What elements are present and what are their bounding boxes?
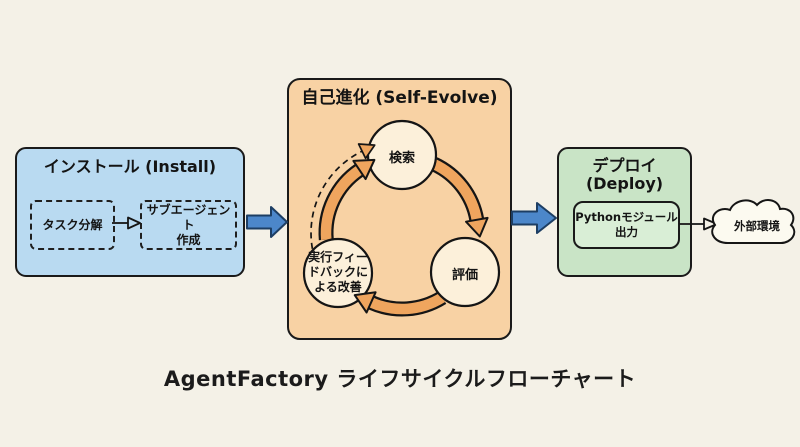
node-eval-label: 評価 (451, 268, 478, 283)
deploy-title: デプロイ (Deploy) (585, 156, 664, 194)
diagram-caption: AgentFactory ライフサイクルフローチャート (163, 367, 637, 391)
install-box: インストール (Install) タスク分解 サブエージェント 作成 (15, 147, 245, 277)
external-env-label: 外部環境 (734, 219, 780, 233)
install-title: インストール (Install) (43, 157, 217, 176)
step-subagent-create: サブエージェント 作成 (140, 200, 237, 250)
python-module-output-label: Pythonモジュール 出力 (575, 210, 678, 239)
step-subagent-create-label: サブエージェント 作成 (146, 202, 231, 247)
step-task-decompose-label: タスク分解 (42, 217, 103, 232)
flow-arrow-evolve-to-deploy-icon (511, 202, 557, 234)
deploy-box: デプロイ (Deploy) Pythonモジュール 出力 (557, 147, 692, 277)
self-evolve-title: 自己進化 (Self-Evolve) (301, 88, 498, 108)
node-search-label: 検索 (388, 151, 415, 166)
step-task-decompose: タスク分解 (30, 200, 115, 250)
flow-arrow-install-to-evolve-icon (246, 206, 288, 238)
node-improve-label: 実行フィー ドバックに よる改善 (307, 250, 368, 295)
python-module-output-box: Pythonモジュール 出力 (573, 201, 680, 249)
self-evolve-box: 自己進化 (Self-Evolve) (287, 78, 512, 340)
